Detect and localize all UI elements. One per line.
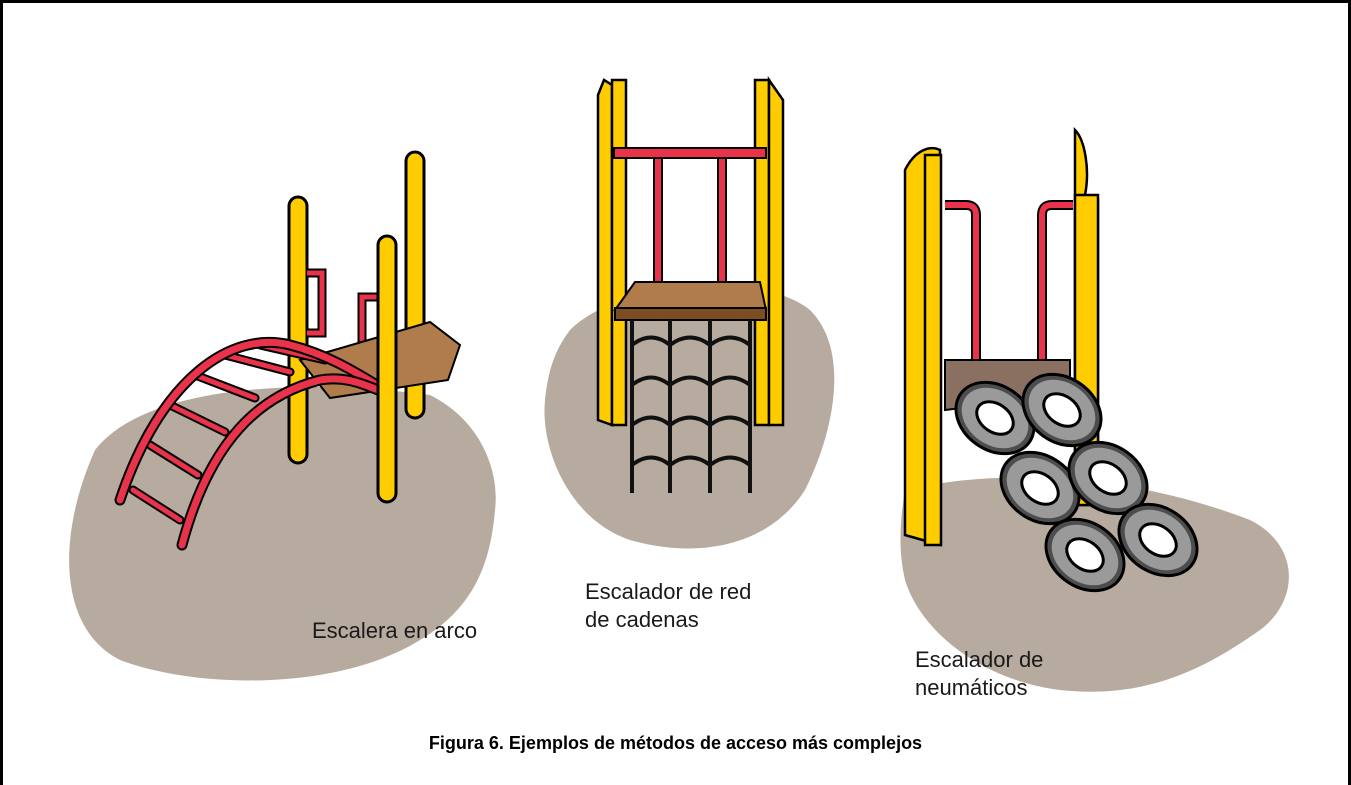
chain-net [630,320,752,493]
hook-rail [1039,202,1073,370]
post [767,76,785,427]
arch-ladder-label: Escalera en arco [312,618,478,643]
handle [307,270,325,336]
post [753,78,771,427]
arch-ladder-scene [69,150,496,681]
rail [717,157,727,286]
post [287,195,309,465]
figure-caption: Figura 6. Ejemplos de métodos de acceso … [428,733,923,753]
hook-rail [945,202,979,370]
post [923,153,943,547]
post [376,234,398,504]
arch-rail [116,338,389,504]
post [596,78,614,427]
hook-rail [945,200,981,370]
chain-net-climber-label: Escalador de red de cadenas [585,579,752,632]
post [610,78,628,427]
chain-net-scene [544,76,835,549]
rail [653,157,663,286]
tire-climber-label: Escalador de neumáticos [915,647,1044,700]
tire-climber-scene [900,126,1289,692]
arch-rail [178,375,388,549]
top-rail [613,147,767,159]
hook-rail [1037,200,1073,370]
tires [954,372,1199,593]
deck-edge [614,307,767,321]
deck [613,281,768,311]
